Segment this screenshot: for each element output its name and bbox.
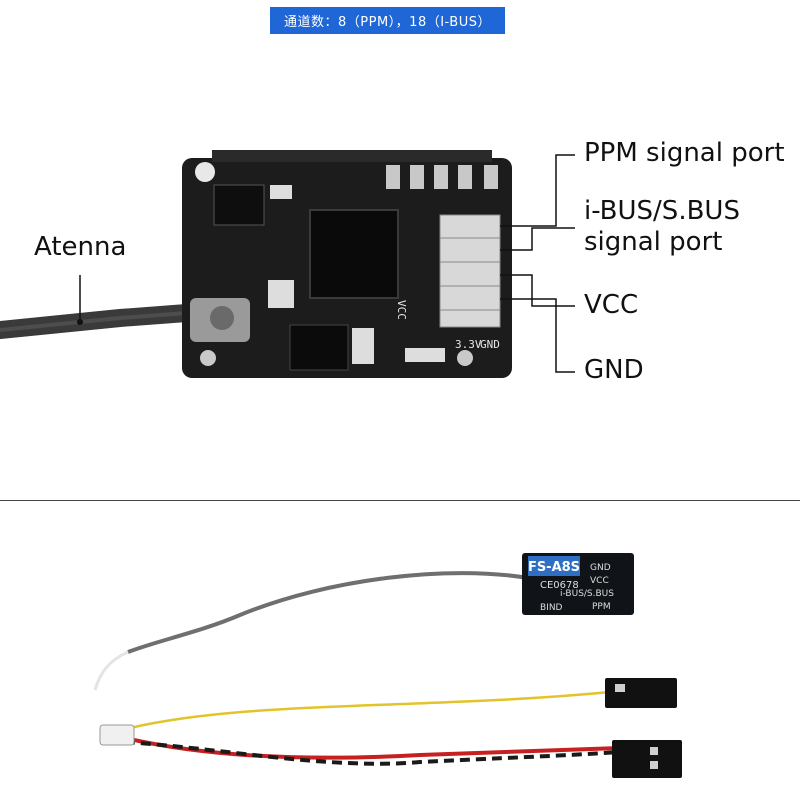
vcc-port-label: VCC bbox=[584, 290, 639, 320]
silk-gnd: GND bbox=[480, 338, 500, 351]
module-pin-gnd: GND bbox=[590, 563, 611, 573]
silk-33v: 3.3V bbox=[455, 338, 482, 351]
receiver-pcb: 3.3V GND VCC bbox=[0, 150, 512, 378]
module-cert: CE0678 bbox=[540, 580, 579, 591]
module-pin-vcc: VCC bbox=[590, 576, 609, 586]
ibus-port-label-line1: i-BUS/S.BUS bbox=[584, 196, 740, 226]
ibus-port-label-line2: signal port bbox=[584, 227, 723, 257]
module-bind-label: BIND bbox=[540, 603, 563, 613]
antenna-label: Atenna bbox=[34, 232, 127, 262]
ppm-port-label: PPM signal port bbox=[584, 138, 785, 168]
receiver-product-photo: FS-A8S CE0678 GND VCC i-BUS/S.BUS PPM BI… bbox=[93, 553, 682, 778]
module-pin-ppm: PPM bbox=[592, 602, 611, 612]
module-pin-ibus: i-BUS/S.BUS bbox=[560, 589, 614, 599]
port-pointers bbox=[500, 154, 575, 373]
channel-count-banner: 通道数：8（PPM），18（I-BUS） bbox=[270, 7, 505, 34]
module-model: FS-A8S bbox=[528, 560, 580, 575]
gnd-port-label: GND bbox=[584, 355, 644, 385]
silk-vcc: VCC bbox=[395, 300, 408, 320]
section-divider bbox=[0, 500, 800, 501]
